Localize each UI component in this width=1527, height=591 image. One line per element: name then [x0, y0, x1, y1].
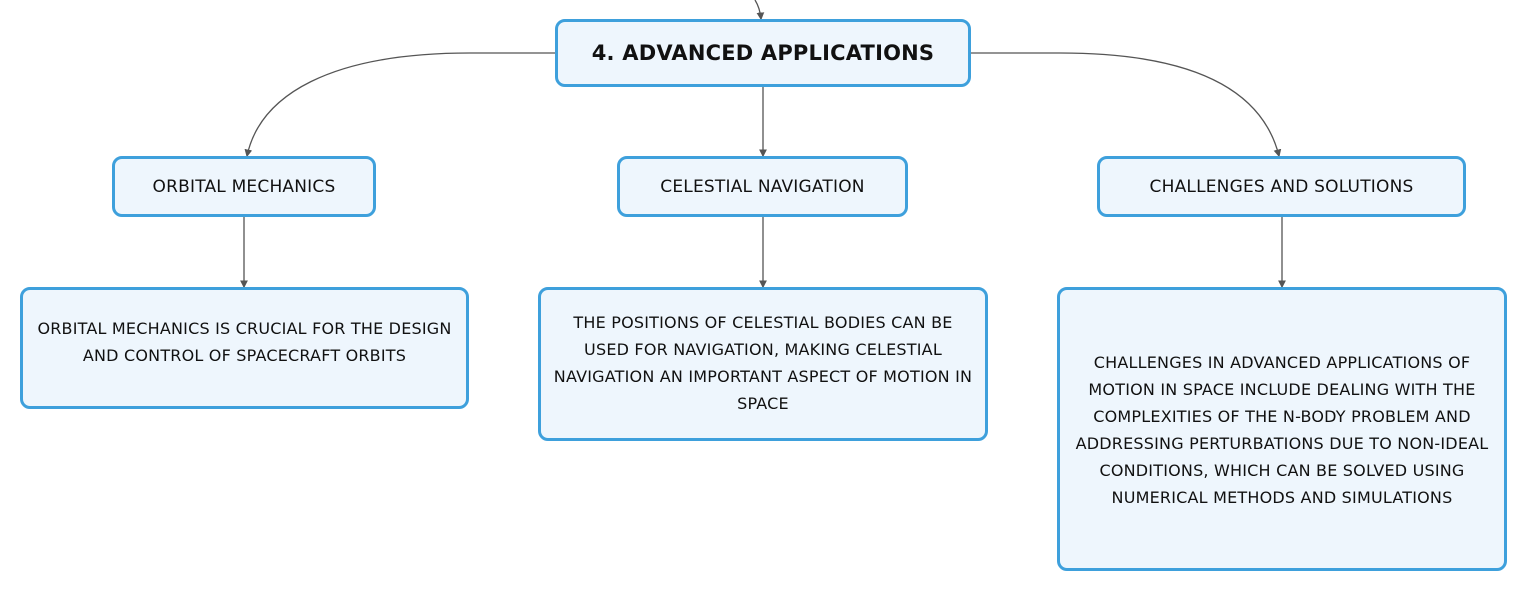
detail-node-text: CHALLENGES IN ADVANCED APPLICATIONS OF M… — [1075, 353, 1489, 507]
connector-root-to-challenges — [971, 52, 1282, 158]
root-node-label: 4. ADVANCED APPLICATIONS — [591, 41, 935, 65]
topic-node-orbital-mechanics[interactable]: ORBITAL MECHANICS — [112, 156, 376, 217]
topic-node-label: ORBITAL MECHANICS — [152, 176, 336, 197]
topic-node-label: CHALLENGES AND SOLUTIONS — [1149, 176, 1414, 197]
connector-parent-to-root — [754, 0, 765, 21]
topic-node-celestial-navigation[interactable]: CELESTIAL NAVIGATION — [617, 156, 908, 217]
detail-node-text: ORBITAL MECHANICS IS CRUCIAL FOR THE DES… — [37, 319, 452, 365]
topic-node-label: CELESTIAL NAVIGATION — [660, 176, 865, 197]
connector-root-to-orbital — [244, 52, 555, 158]
topic-node-challenges-and-solutions[interactable]: CHALLENGES AND SOLUTIONS — [1097, 156, 1466, 217]
detail-node-text: THE POSITIONS OF CELESTIAL BODIES CAN BE… — [553, 313, 973, 413]
detail-node-celestial-navigation[interactable]: THE POSITIONS OF CELESTIAL BODIES CAN BE… — [538, 287, 988, 441]
root-node[interactable]: 4. ADVANCED APPLICATIONS — [555, 19, 971, 87]
detail-node-challenges-and-solutions[interactable]: CHALLENGES IN ADVANCED APPLICATIONS OF M… — [1057, 287, 1507, 571]
detail-node-orbital-mechanics[interactable]: ORBITAL MECHANICS IS CRUCIAL FOR THE DES… — [20, 287, 469, 409]
